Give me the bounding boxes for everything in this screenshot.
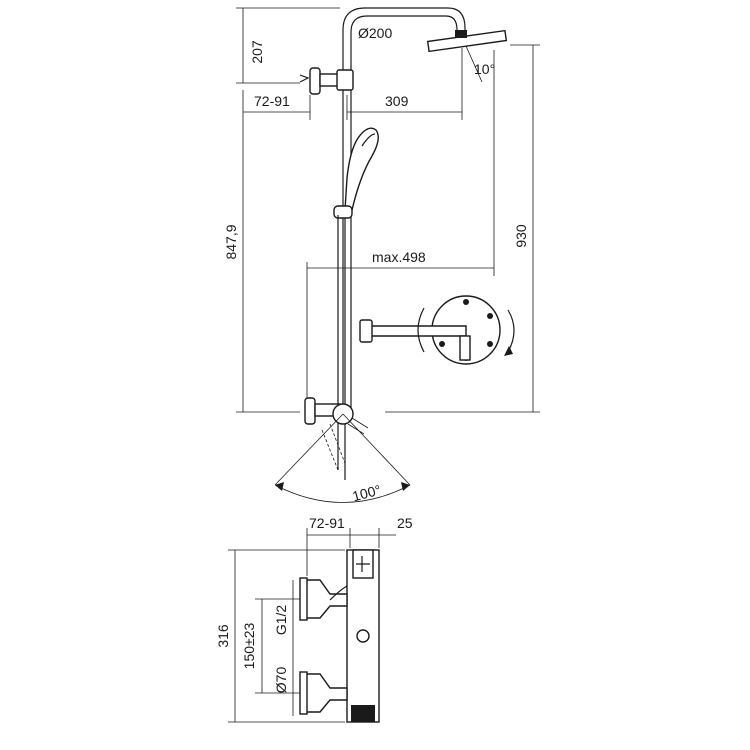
- rotation-arrowhead: [504, 346, 513, 356]
- rosette-hole: [463, 299, 469, 305]
- shower-head-joint: [455, 30, 467, 38]
- hand-shower: [344, 127, 379, 211]
- upper-fitting-curve: [329, 585, 348, 601]
- thermostat-offset-label: 25: [397, 515, 413, 531]
- thermostat-bracket-depth-label: 72-91: [309, 515, 345, 531]
- dimension-lines: [236, 7, 540, 503]
- lower-wall-bracket: [304, 397, 316, 425]
- thread-label: G1/2: [273, 605, 289, 636]
- upper-bracket-depth-label: 72-91: [254, 93, 290, 109]
- max-width-label: max.498: [372, 249, 426, 265]
- center-distance-label: 150±23: [241, 622, 257, 669]
- head-tilt-label: 10°: [474, 61, 495, 77]
- upper-rosette: [299, 577, 308, 621]
- hand-shower-slider: [333, 205, 353, 219]
- riser-pipe-inner: [350, 15, 458, 420]
- lower-rosette: [299, 671, 308, 715]
- detail-wall-bracket: [359, 319, 373, 343]
- rosette-hole: [487, 341, 493, 347]
- control-knob: [356, 629, 370, 643]
- upper-wall-bracket: [309, 67, 321, 95]
- head-diameter-label: Ø200: [358, 25, 392, 41]
- column-height-label: 847,9: [223, 224, 239, 259]
- thermostat-height-label: 316: [215, 624, 231, 648]
- hand-shower-face: [361, 133, 376, 147]
- upper-bracket-clamp: [336, 69, 354, 91]
- swivel-ghost-right: [347, 417, 369, 435]
- top-outlet-detail: [356, 556, 370, 572]
- rosette-hole: [487, 313, 493, 319]
- upper-eccentric-fitting: [305, 579, 348, 619]
- thermostat-drawing: 72-91 25 316 150±23 G1/2 Ø70: [215, 515, 413, 723]
- swivel-ghost-left: [321, 423, 347, 471]
- rotation-arrow-left: [417, 307, 425, 353]
- thermostat-bottom-cap: [351, 705, 375, 722]
- wall-plug: [299, 74, 310, 83]
- lower-eccentric-fitting: [305, 673, 348, 713]
- riser-pipe: [342, 7, 466, 420]
- shower-column-drawing: 207 Ø200 10° 72-91 309 847,9 930 max.498…: [223, 7, 540, 504]
- head-height-label: 207: [249, 40, 265, 64]
- rosette-hole: [439, 341, 445, 347]
- thermostat-dimension-lines: [228, 528, 396, 723]
- rotation-arrow: [507, 309, 515, 353]
- arm-reach-label: 309: [385, 93, 409, 109]
- rosette-diameter-label: Ø70: [273, 667, 289, 694]
- total-height-label: 930: [513, 224, 529, 248]
- detail-pipe-stub: [459, 335, 471, 361]
- swivel-angle-label: 100°: [351, 481, 383, 504]
